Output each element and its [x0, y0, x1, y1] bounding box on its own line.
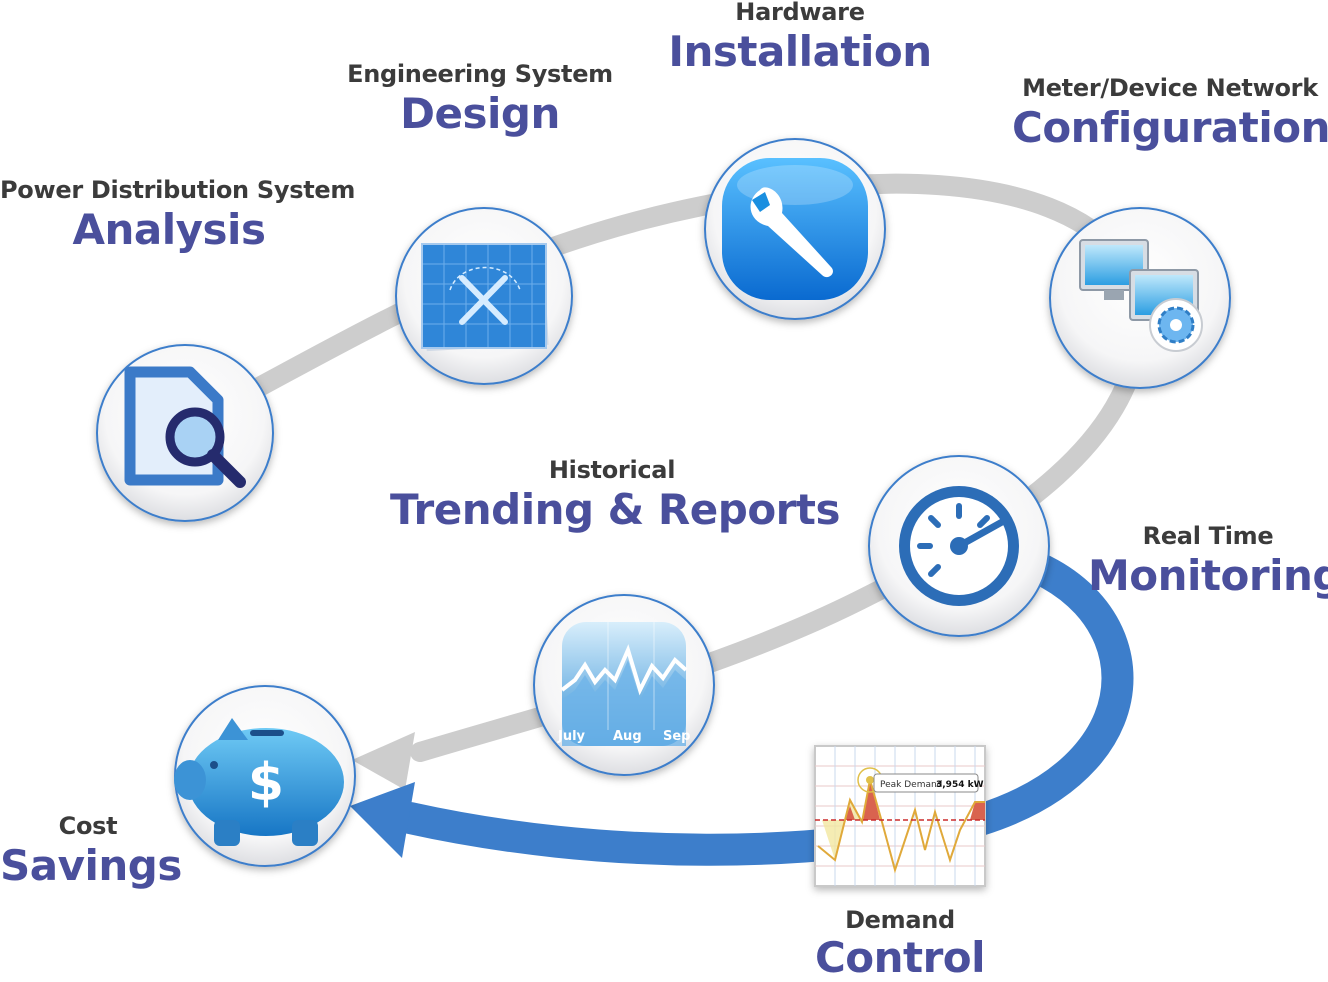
configuration-title: Configuration	[1012, 103, 1328, 152]
installation-title: Installation	[668, 27, 932, 76]
configuration-subtitle: Meter/Device Network	[1022, 74, 1318, 102]
trending-subtitle: Historical	[548, 456, 676, 484]
control-subtitle: Demand	[845, 906, 955, 934]
demand-chart-icon: Peak Demand 3,954 kW	[815, 746, 985, 886]
trend-chart-icon: July Aug Sep	[557, 622, 691, 746]
savings-subtitle: Cost	[58, 812, 118, 840]
piggy-bank-icon: $	[174, 718, 344, 846]
design-subtitle: Engineering System	[347, 60, 613, 88]
label-trending: Historical Trending & Reports	[390, 456, 840, 534]
network-computers-icon	[1079, 239, 1203, 352]
design-title: Design	[400, 89, 560, 138]
month-label-1: July	[557, 729, 586, 744]
label-configuration: Meter/Device Network Configuration	[1012, 74, 1328, 152]
blueprint-tools-icon	[421, 242, 549, 352]
monitoring-subtitle: Real Time	[1142, 522, 1274, 550]
installation-subtitle: Hardware	[735, 0, 865, 26]
peak-demand-value: 3,954 kW	[936, 780, 984, 790]
label-installation: Hardware Installation	[660, 0, 940, 76]
monitoring-title: Monitoring	[1088, 551, 1328, 600]
blue-arrowhead	[350, 782, 415, 858]
gray-arrowhead	[352, 732, 415, 790]
control-title: Control	[814, 933, 986, 982]
label-analysis: Power Distribution System Analysis	[0, 176, 356, 254]
label-savings: Cost Savings	[0, 812, 182, 890]
speedometer-icon	[899, 486, 1019, 606]
trending-title: Trending & Reports	[390, 485, 840, 534]
peak-demand-label: Peak Demand	[880, 780, 942, 790]
label-monitoring: Real Time Monitoring	[1088, 522, 1328, 600]
analysis-title: Analysis	[72, 205, 266, 254]
label-design: Engineering System Design	[340, 60, 620, 138]
analysis-subtitle: Power Distribution System	[0, 176, 356, 204]
dollar-sign: $	[248, 753, 284, 813]
label-control: Demand Control	[790, 906, 1010, 982]
wrench-icon	[722, 158, 868, 300]
month-label-3: Sep	[663, 729, 691, 744]
savings-title: Savings	[0, 841, 182, 890]
document-search-icon	[124, 366, 246, 488]
stage-control[interactable]	[814, 745, 986, 887]
month-label-2: Aug	[613, 729, 642, 744]
